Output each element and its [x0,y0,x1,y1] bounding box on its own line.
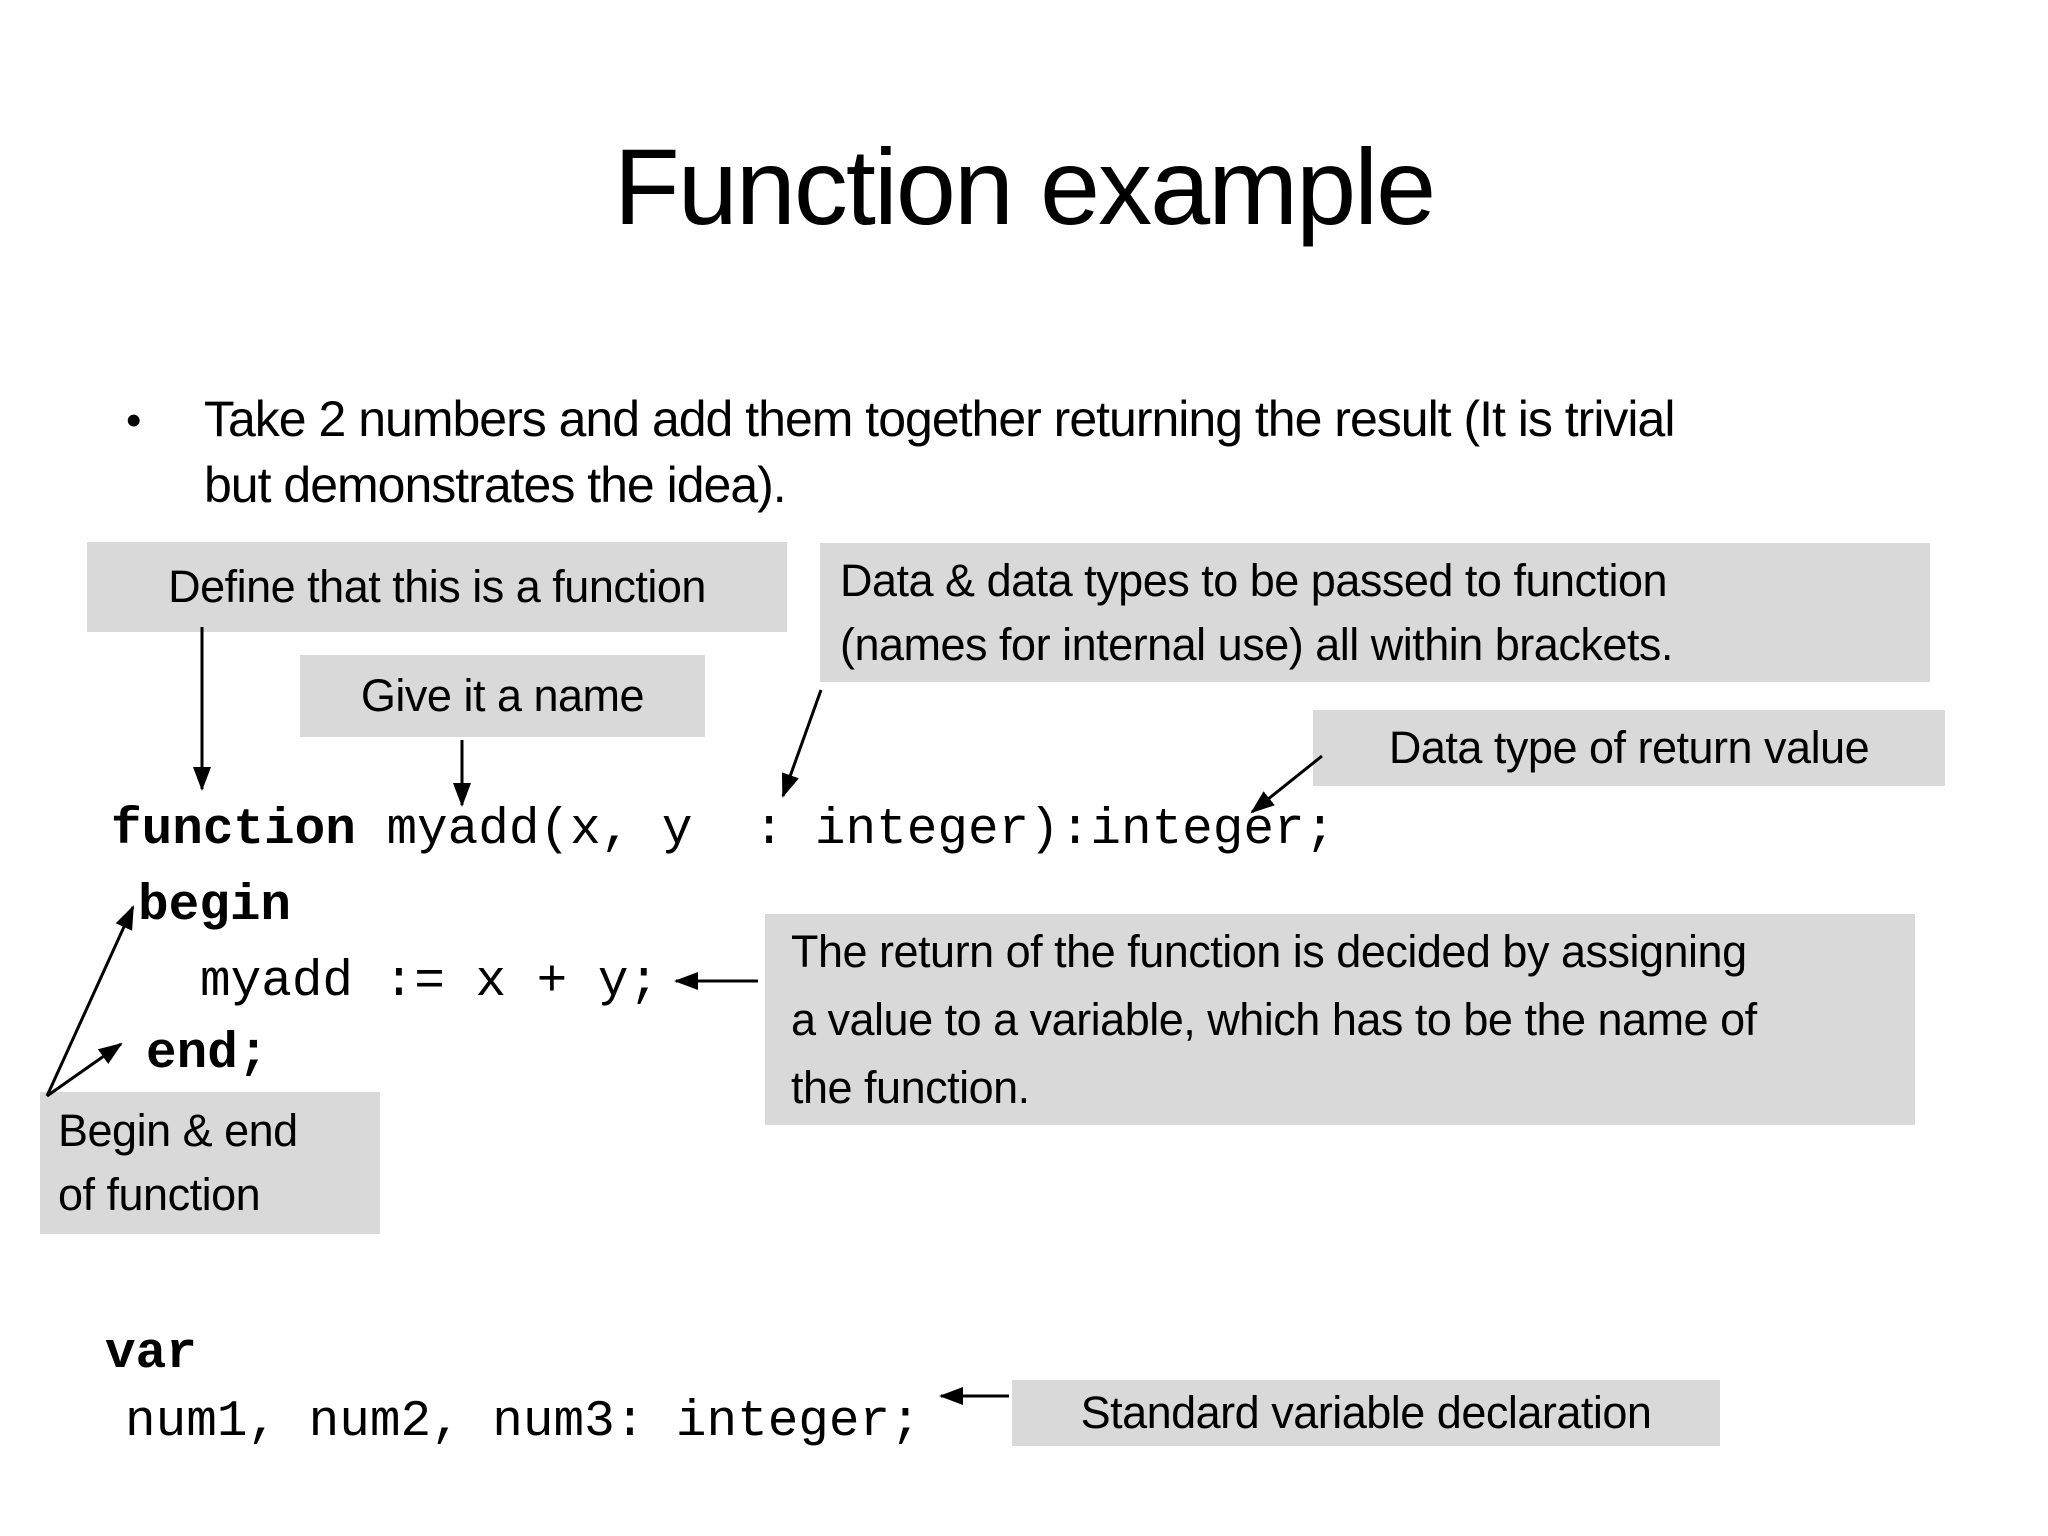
callout-line: Data type of return value [1388,722,1870,773]
code-keyword-var: var [105,1326,197,1383]
callout-line: a value to a variable, which has to be t… [791,993,1757,1045]
callout-give-it-a-name: Give it a name [300,655,705,737]
bullet-text: Take 2 numbers and add them together ret… [204,386,2004,518]
arrow-params-to-arguments [781,689,823,798]
callout-return-type: Data type of return value [1313,710,1945,786]
bullet-line: but demonstrates the idea). [204,457,787,513]
callout-line: Standard variable declaration [1080,1387,1652,1438]
callout-line: of function [58,1169,261,1220]
callout-parameters: Data & data types to be passed to functi… [820,543,1930,682]
code-keyword-end: end; [146,1026,269,1083]
callout-line: Data & data types to be passed to functi… [840,554,1668,606]
callout-line: the function. [791,1061,1030,1113]
code-assignment-line: myadd := x + y; [200,954,660,1011]
callout-line: The return of the function is decided by… [791,925,1747,977]
arrow-beginend-to-end [46,1042,123,1098]
code-signature-rest: myadd(x, y : integer):integer; [355,802,1336,859]
page-title: Function example [613,126,1436,247]
code-variable-declaration-line: num1, num2, num3: integer; [125,1394,921,1451]
code-function-signature: function myadd(x, y : integer):integer; [111,800,1335,861]
callout-line: (names for internal use) all within brac… [840,618,1673,670]
callout-return-assignment: The return of the function is decided by… [765,914,1915,1125]
code-keyword-function: function [111,802,356,859]
code-keyword-begin: begin [138,878,292,935]
callout-line: Begin & end [58,1105,298,1156]
bullet-line: Take 2 numbers and add them together ret… [204,391,1675,447]
bullet-marker: • [126,396,142,445]
callout-line: Give it a name [360,670,645,721]
arrow-beginend-to-begin [45,905,135,1097]
callout-begin-end: Begin & end of function [40,1092,380,1234]
callout-variable-declaration: Standard variable declaration [1012,1380,1720,1446]
callout-line: Define that this is a function [168,561,706,612]
callout-define-function: Define that this is a function [87,542,787,632]
